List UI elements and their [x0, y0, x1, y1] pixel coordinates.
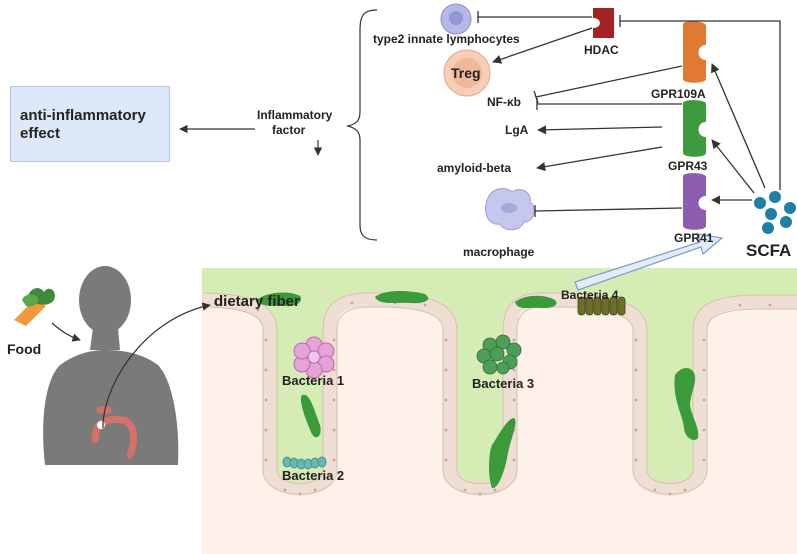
effect-line2: effect [20, 125, 61, 143]
ilc2-label: type2 innate lymphocytes [373, 32, 520, 46]
bacteria-3-label: Bacteria 3 [472, 376, 535, 391]
nfkb-label: NF-κb [487, 95, 522, 109]
stomach-dot [97, 421, 105, 429]
inflammatory-factor-line1: Inflammatory [257, 108, 333, 122]
inflammatory-factor-line2: factor [272, 123, 306, 137]
effect-line1: anti-inflammatory [20, 107, 146, 124]
mucus-layer [202, 268, 797, 489]
gpr41-receptor-icon [683, 173, 706, 230]
gpr41-label: GPR41 [674, 231, 714, 245]
anti-inflammatory-effect-box: anti-inflammatory effect [10, 86, 170, 162]
pathway-connectors [477, 11, 781, 217]
bacteria-2-icon [282, 456, 327, 470]
bacteria-3-icon [476, 334, 522, 375]
bacteria-4-label: Bacteria 4 [561, 288, 619, 302]
gpr109a-receptor-icon [683, 21, 706, 83]
bacteria-4-icon [577, 296, 626, 316]
hdac-icon [593, 8, 614, 38]
bacteria-1-icon [293, 336, 335, 379]
scfa-label: SCFA [746, 241, 792, 260]
flow-arrows [51, 124, 323, 429]
macrophage-label: macrophage [463, 245, 535, 259]
hdac-label: HDAC [584, 43, 619, 57]
scfa-release-arrow [574, 233, 724, 291]
gpr43-label: GPR43 [668, 159, 708, 173]
epithelium-outline [201, 292, 797, 495]
gpr109a-label: GPR109A [651, 87, 706, 101]
treg-label: Treg [451, 65, 481, 81]
amyloid-beta-label: amyloid-beta [437, 161, 512, 175]
bracket [345, 9, 378, 241]
fiber-fragments [257, 290, 699, 489]
immune-pathway [440, 3, 796, 234]
food-icon [14, 288, 55, 326]
gut-section [201, 233, 797, 554]
bacteria-1-label: Bacteria 1 [282, 373, 345, 388]
dietary-fiber-label: dietary fiber [214, 293, 300, 310]
food-label: Food [7, 341, 42, 357]
epithelium [201, 293, 797, 496]
gpr43-receptor-icon [683, 100, 706, 157]
scfa-molecules-icon [754, 191, 796, 234]
lga-label: LgA [505, 123, 529, 137]
bacteria-2-label: Bacteria 2 [282, 468, 345, 483]
human-silhouette [43, 266, 179, 465]
